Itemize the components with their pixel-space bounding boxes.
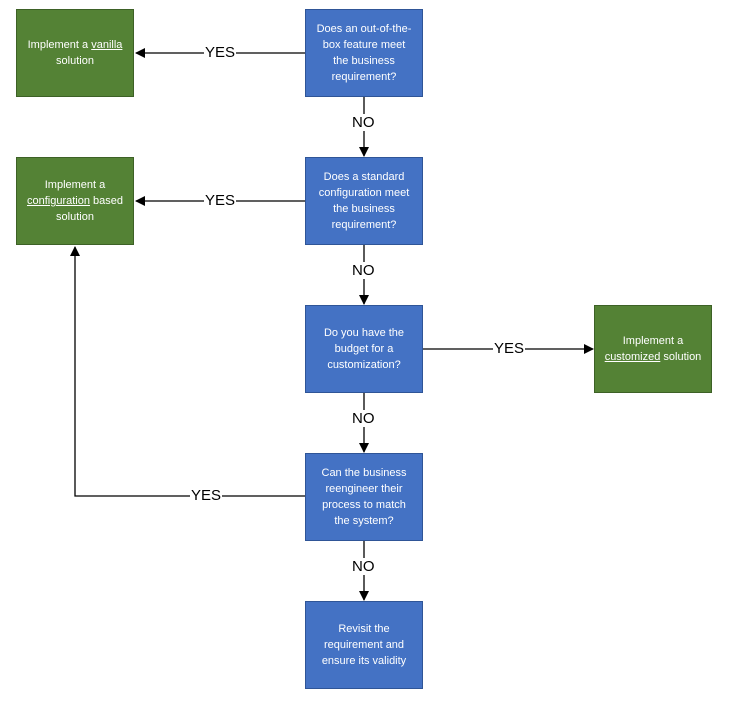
label-q2-no: NO <box>351 262 376 279</box>
answer-customized-key: customized <box>604 351 661 363</box>
revisit-requirement: Revisit the requirement and ensure its v… <box>305 601 423 689</box>
question-budget-text: Do you have the budget for a customizati… <box>323 327 405 371</box>
label-q1-no: NO <box>351 114 376 131</box>
label-q2-yes: YES <box>204 192 237 209</box>
question-standard-config: Does a standard configuration meet the b… <box>305 157 423 245</box>
question-reengineer-text: Can the business reengineer their proces… <box>321 467 407 527</box>
question-out-of-box-text: Does an out-of-the-box feature meet the … <box>316 23 412 83</box>
answer-vanilla-text: Implement a vanilla solution <box>25 37 125 69</box>
label-q3-no: NO <box>351 410 376 427</box>
label-q4-yes: YES <box>190 487 223 504</box>
answer-configuration-post: based solution <box>56 195 124 223</box>
answer-configuration: Implement a configuration based solution <box>16 157 134 245</box>
answer-customized-pre: Implement a <box>622 335 684 347</box>
answer-vanilla-post: solution <box>56 55 94 67</box>
label-q4-no: NO <box>351 558 376 575</box>
label-q3-yes: YES <box>493 340 526 357</box>
answer-configuration-text: Implement a configuration based solution <box>25 177 125 225</box>
label-q1-yes: YES <box>204 44 237 61</box>
answer-vanilla: Implement a vanilla solution <box>16 9 134 97</box>
answer-customized-text: Implement a customized solution <box>603 333 703 365</box>
revisit-requirement-text: Revisit the requirement and ensure its v… <box>321 623 407 667</box>
answer-customized-post: solution <box>660 351 702 363</box>
question-out-of-box: Does an out-of-the-box feature meet the … <box>305 9 423 97</box>
answer-vanilla-pre: Implement a <box>27 39 92 51</box>
question-reengineer: Can the business reengineer their proces… <box>305 453 423 541</box>
answer-customized: Implement a customized solution <box>594 305 712 393</box>
question-standard-config-text: Does a standard configuration meet the b… <box>318 171 410 231</box>
answer-vanilla-key: vanilla <box>91 39 123 51</box>
answer-configuration-pre: Implement a <box>44 179 106 191</box>
question-budget: Do you have the budget for a customizati… <box>305 305 423 393</box>
edge-q4-yes <box>70 246 305 497</box>
answer-configuration-key: configuration <box>26 195 90 207</box>
